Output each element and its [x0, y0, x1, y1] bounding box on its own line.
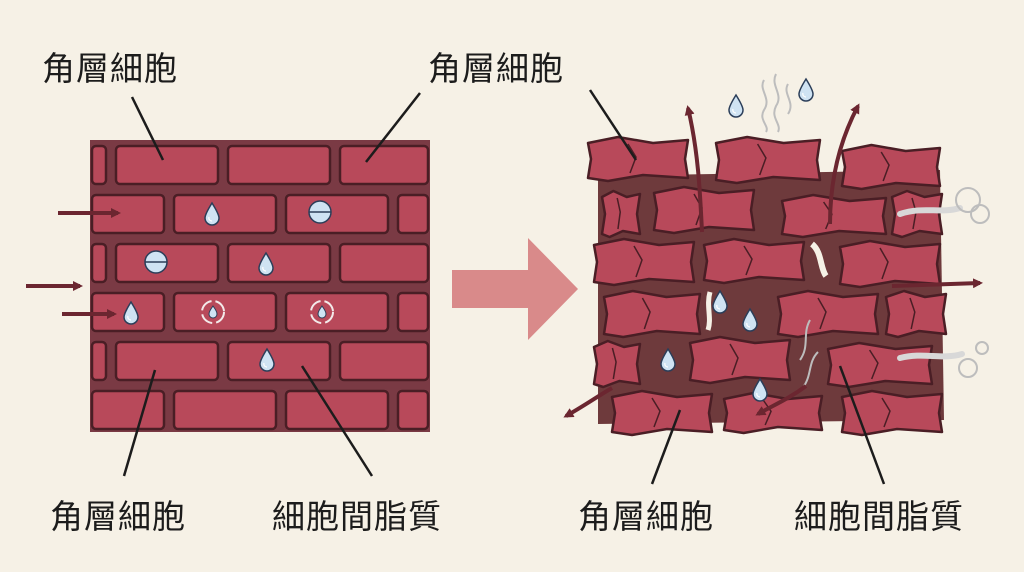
vapor-puff-icon: [897, 187, 990, 224]
damaged-corneocyte-brick: [714, 135, 822, 185]
leader-line: [365, 92, 421, 163]
crack-line: [611, 347, 617, 380]
damaged-corneocyte-brick: [722, 391, 824, 435]
transition-arrow-icon: [452, 238, 578, 340]
corneocyte-brick: [338, 242, 430, 284]
corneocyte-brick: [226, 242, 332, 284]
damaged-corneocyte-brick: [652, 185, 756, 235]
damaged-corneocyte-brick: [702, 237, 806, 285]
recycle-moisture-icon: [201, 300, 225, 324]
corneocyte-brick: [338, 340, 430, 382]
corneocyte-brick: [396, 389, 430, 431]
leader-line: [650, 409, 682, 485]
escaping-arrow: [684, 105, 704, 233]
damaged-corneocyte-brick: [838, 239, 942, 289]
corneocyte-brick: [226, 340, 332, 382]
circular-moisture-icon: [308, 200, 332, 224]
corneocyte-brick: [284, 389, 390, 431]
corneocyte-brick: [226, 144, 332, 186]
corneocyte-brick: [172, 389, 278, 431]
steam-icon: [799, 319, 819, 387]
crack-line: [881, 397, 891, 428]
corneocyte-brick: [396, 291, 430, 333]
escaping-arrow: [828, 103, 860, 225]
damaged-corneocyte-brick: [884, 289, 948, 339]
damaged-corneocyte-brick: [586, 135, 690, 183]
corneocyte-brick: [114, 144, 220, 186]
crack-line: [729, 343, 739, 376]
corneocyte-brick: [284, 193, 390, 235]
damaged-corneocyte-brick: [890, 189, 944, 239]
damaged-corneocyte-brick: [600, 189, 642, 239]
damaged-corneocyte-brick: [780, 193, 888, 239]
crack-line: [651, 397, 661, 428]
crack-line: [880, 151, 890, 182]
damaged-corneocyte-brick: [840, 143, 942, 191]
water-drop-icon: [798, 78, 814, 102]
crack-line: [633, 245, 643, 278]
leader-line: [300, 365, 374, 477]
damaged-corneocyte-brick: [610, 389, 714, 437]
leader-line: [838, 365, 886, 485]
crack-line: [616, 197, 622, 230]
damaged-barrier: [563, 73, 990, 485]
corneocyte-brick: [284, 291, 390, 333]
circular-moisture-icon: [144, 250, 168, 274]
corneocyte-brick: [90, 340, 108, 382]
steam-icon: [761, 73, 792, 133]
crack-line: [879, 247, 889, 280]
leader-line: [130, 96, 165, 161]
healthy-mortar-background: [90, 140, 430, 432]
water-drop-icon: [728, 94, 744, 118]
crack-line: [817, 297, 827, 330]
label-corneocyte-healthy-top: 角層細胞: [42, 49, 178, 88]
recycle-moisture-icon: [310, 300, 334, 324]
label-corneocyte-damaged-top: 角層細胞: [428, 49, 564, 88]
label-lipid-healthy-bottom: 細胞間脂質: [272, 497, 442, 536]
corneocyte-brick: [172, 193, 278, 235]
crack-line: [641, 297, 651, 330]
leader-line: [588, 89, 638, 161]
crack-line: [868, 349, 879, 380]
damaged-corneocyte-brick: [592, 339, 642, 389]
damaged-corneocyte-brick: [688, 335, 792, 385]
damaged-bricks: [586, 135, 948, 437]
vapor-puff-icon: [897, 341, 989, 378]
escaping-arrow: [755, 384, 808, 416]
corneocyte-brick: [90, 242, 108, 284]
damaged-corneocyte-brick: [602, 289, 702, 339]
crack-line: [743, 245, 753, 276]
crack-line: [756, 143, 767, 176]
crack-line: [627, 143, 637, 174]
corneocyte-brick: [114, 340, 220, 382]
corneocyte-brick: [338, 144, 430, 186]
corneocyte-brick: [90, 144, 108, 186]
escaping-arrow: [563, 386, 613, 418]
label-corneocyte-healthy-bottom: 角層細胞: [50, 497, 186, 536]
escaping-arrow: [891, 278, 983, 289]
corneocyte-brick: [90, 389, 166, 431]
label-corneocyte-damaged-bottom: 角層細胞: [578, 497, 714, 536]
label-lipid-damaged-bottom: 細胞間脂質: [794, 497, 964, 536]
damaged-corneocyte-brick: [776, 289, 880, 339]
crack-line: [909, 297, 916, 330]
corneocyte-brick: [396, 193, 430, 235]
leader-line: [122, 369, 157, 477]
crack-line: [762, 399, 772, 426]
damaged-corneocyte-brick: [840, 389, 944, 437]
damaged-corneocyte-brick: [592, 237, 696, 287]
damaged-corneocyte-brick: [826, 341, 934, 389]
healthy-barrier: [26, 92, 430, 477]
